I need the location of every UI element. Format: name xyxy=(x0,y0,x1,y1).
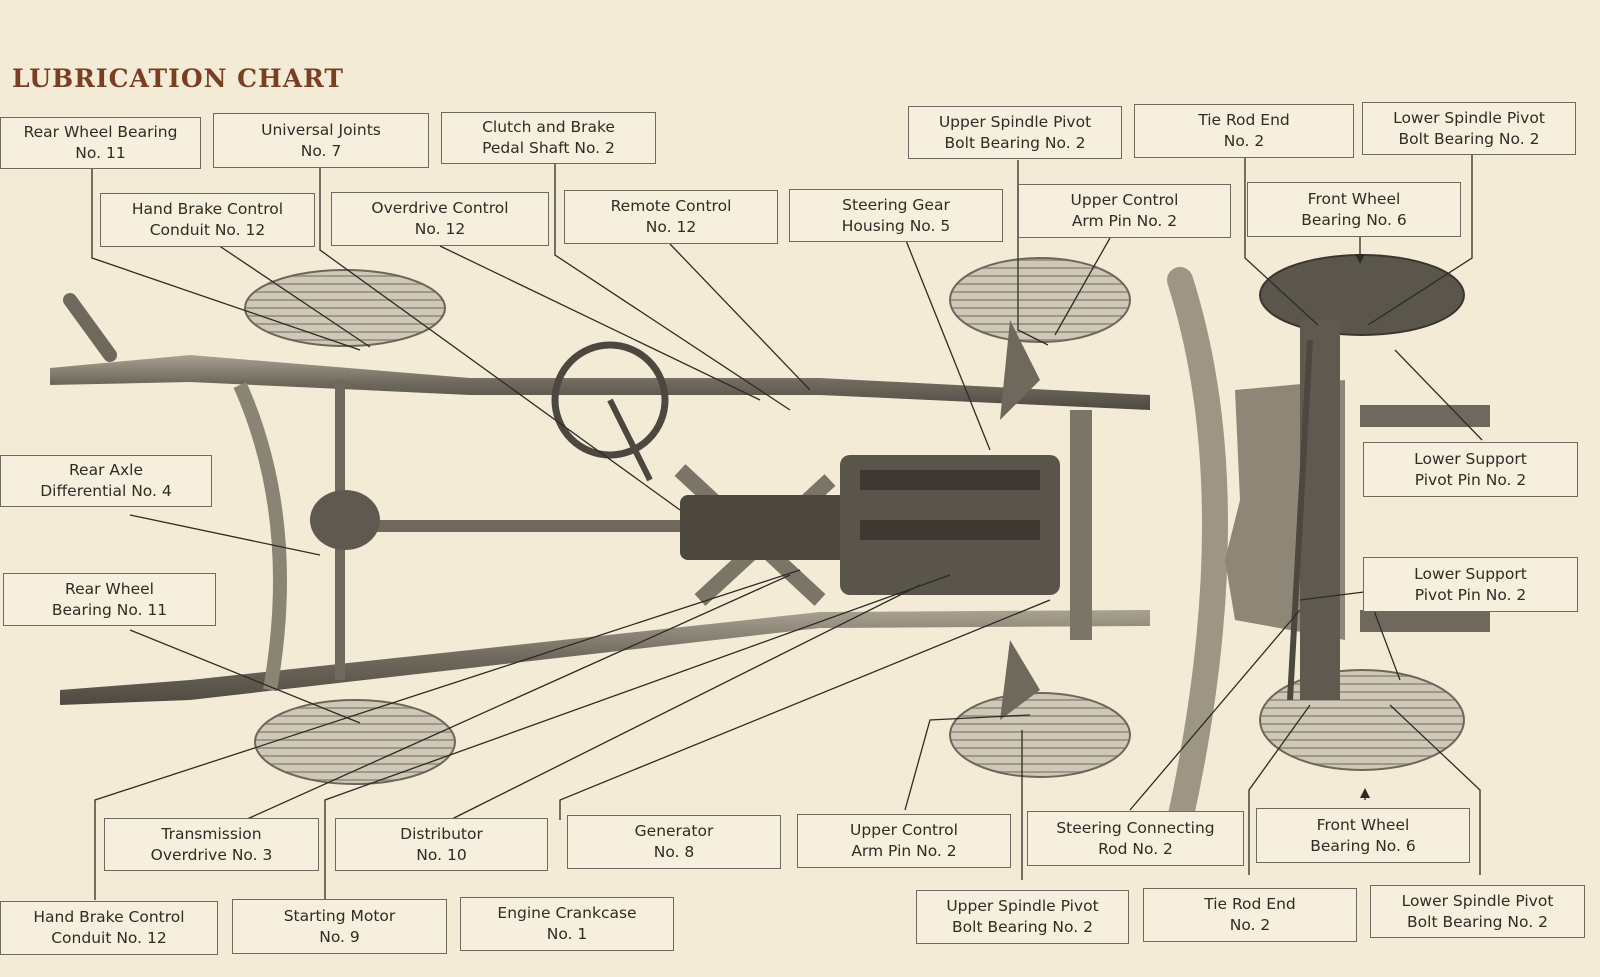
rear-left-tire xyxy=(244,269,446,347)
front-left-tire xyxy=(949,257,1131,343)
rear-right-tire xyxy=(254,699,456,785)
arrow-tips xyxy=(1355,254,1370,798)
front-right-tire xyxy=(949,692,1131,778)
detail-tire-top xyxy=(1259,254,1465,336)
front-suspension-detail xyxy=(1225,320,1490,701)
driveline xyxy=(310,320,1060,720)
page-title: LUBRICATION CHART xyxy=(12,64,345,93)
steering-wheel xyxy=(551,341,669,459)
leader-lines xyxy=(91,152,1483,900)
differential-housing xyxy=(310,490,380,550)
